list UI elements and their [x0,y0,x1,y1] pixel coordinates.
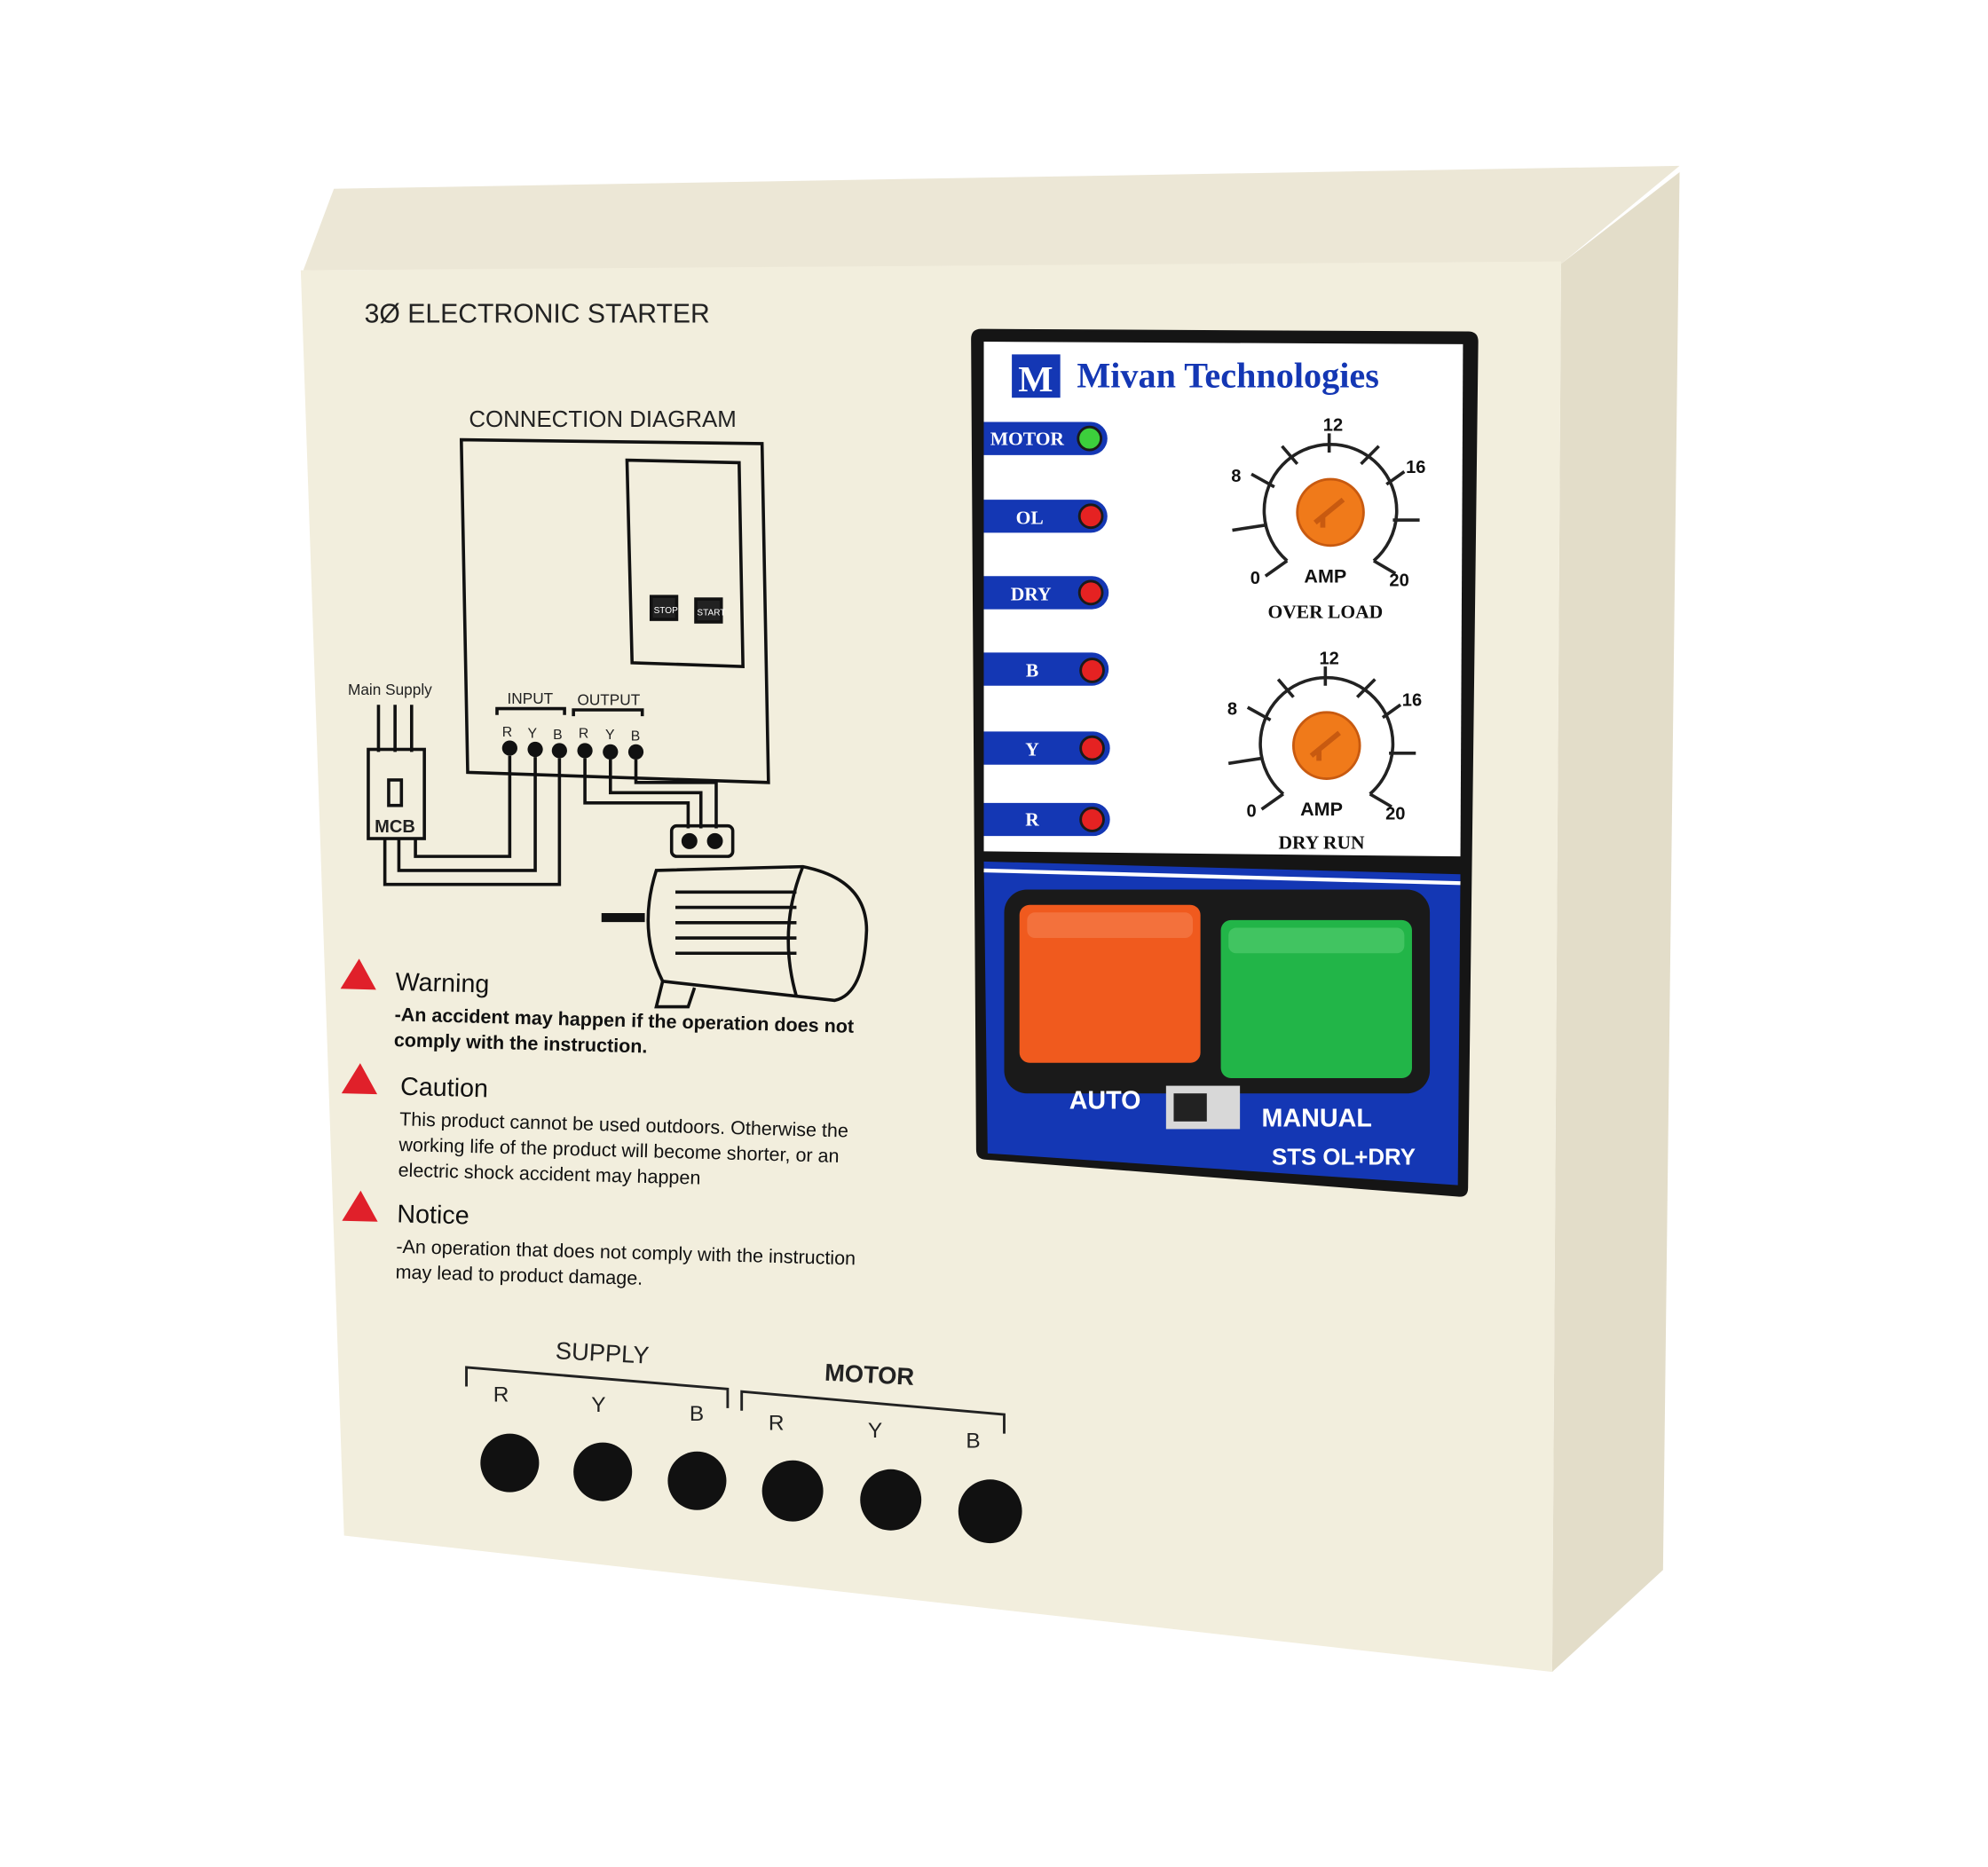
push-button-housing [1004,889,1431,1094]
indicator-r: R [983,802,1110,837]
auto-label: AUTO [1069,1086,1141,1115]
overload-dial: 12 8 16 0 20 AMP OVER LOAD [1231,416,1425,623]
logo-mark-icon [1012,354,1061,398]
supply-y-label: Y [591,1393,605,1417]
terminal-screw[interactable] [667,1451,727,1510]
diagram-starter-box [459,437,770,784]
warning-heading: Warning [395,968,490,999]
caution-heading: Caution [400,1073,489,1104]
terminal-block: SUPPLY MOTOR R Y B R Y B [465,1336,1022,1544]
led-red-icon [1079,735,1105,761]
brand-logo: M Mivan Technologies [1012,354,1379,400]
dial-tick-label: 8 [1231,467,1241,486]
dial-unit: AMP [1304,565,1346,587]
diagram-panel-box [625,458,745,669]
dial-tick-label: 20 [1389,571,1408,591]
terminal-screw[interactable] [860,1469,922,1531]
output-r-label: R [579,727,588,742]
motor-r-label: R [769,1411,785,1435]
diagram-stop-button [649,595,679,621]
motor-y-label: Y [868,1419,882,1443]
indicator-motor: MOTOR [983,421,1108,455]
dial-tick-label: 16 [1406,458,1425,477]
motor-b-label: B [966,1429,980,1453]
diagram-title: CONNECTION DIAGRAM [469,407,736,432]
warning-triangle-icon [340,958,376,990]
output-b-label: B [631,729,641,744]
indicator-b: B [983,652,1109,686]
indicator-label: B [1026,660,1038,681]
indicator-ol: OL [983,500,1108,533]
diagram-motor [601,823,869,1009]
dial-tick-label: 20 [1385,804,1405,823]
manual-label: MANUAL [1262,1105,1372,1133]
dial-tick-label: 8 [1227,700,1237,720]
housing-top [303,165,1680,271]
output-label: OUTPUT [577,690,640,708]
led-red-icon [1077,503,1104,530]
supply-r-label: R [493,1383,509,1407]
led-green-icon [1077,425,1103,452]
control-panel: M Mivan Technologies MOTOR OL DRY B [971,328,1479,1197]
diagram-start-button [694,597,723,624]
indicator-dry: DRY [983,576,1109,610]
dryrun-dial: 12 8 16 0 20 AMP DRY RUN [1227,649,1422,853]
mode-switch: AUTO MANUAL [1069,1085,1372,1133]
supply-b-label: B [690,1402,704,1426]
indicator-y: Y [983,731,1110,765]
motor-label: MOTOR [824,1359,915,1390]
dial-tick-label: 12 [1319,649,1338,668]
terminal-screw[interactable] [761,1460,824,1522]
notice-triangle-icon [342,1190,378,1222]
diagram-mcb [367,747,426,840]
led-red-icon [1077,579,1104,606]
supply-label: SUPPLY [555,1336,650,1368]
model-label: STS OL+DRY [1272,1146,1416,1170]
dial-name: OVER LOAD [1267,602,1383,623]
indicator-label: OL [1016,507,1044,528]
main-supply-label: Main Supply [348,681,432,698]
diagram-start-label: START [697,609,725,618]
brand-name: Mivan Technologies [1077,356,1379,396]
input-label: INPUT [507,689,553,707]
led-red-icon [1079,807,1105,832]
dial-name: DRY RUN [1278,832,1365,854]
terminal-screw[interactable] [958,1479,1022,1544]
terminal-screw[interactable] [573,1442,633,1501]
start-button[interactable] [1220,919,1412,1078]
dial-tick-label: 12 [1323,416,1343,436]
dial-unit: AMP [1300,799,1343,820]
diagram-stop-label: STOP [654,606,678,616]
indicator-label: MOTOR [990,428,1065,449]
input-y-label: Y [527,727,537,742]
indicator-label: DRY [1011,584,1052,605]
product-title: 3Ø ELECTRONIC STARTER [365,299,710,328]
input-r-label: R [502,725,512,740]
output-y-label: Y [605,728,615,743]
input-b-label: B [553,728,563,743]
notice-heading: Notice [397,1200,469,1230]
connection-diagram: CONNECTION DIAGRAM STOP START Main Suppl… [348,407,869,1009]
caution-triangle-icon [341,1063,378,1095]
stop-button[interactable] [1019,904,1201,1063]
indicator-label: R [1025,809,1039,831]
indicator-list: MOTOR OL DRY B Y [983,421,1110,837]
terminal-screw[interactable] [480,1433,540,1493]
dial-tick-label: 16 [1402,691,1422,711]
led-red-icon [1079,658,1105,683]
dial-tick-label: 0 [1246,802,1256,822]
dial-tick-label: 0 [1250,569,1260,588]
housing-side [1551,172,1680,1673]
mcb-label: MCB [375,817,415,837]
logo-letter: M [1018,359,1053,400]
indicator-label: Y [1025,739,1039,760]
